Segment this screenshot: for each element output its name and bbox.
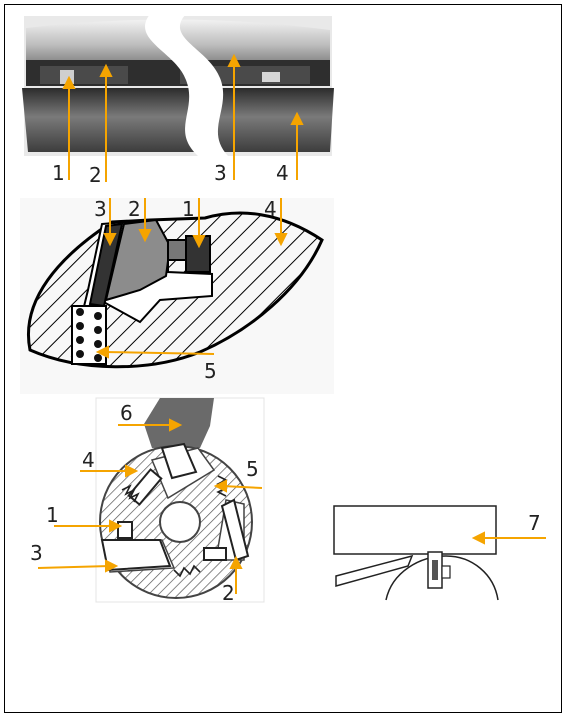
cutter-drum [385, 555, 499, 601]
fig1-label-1: 1 [52, 161, 65, 185]
fig2-label-5: 5 [204, 359, 217, 383]
figure-2-section [20, 198, 334, 394]
shaft-bore [159, 501, 201, 543]
fig3-label-6: 6 [120, 401, 133, 425]
right-blade [220, 498, 250, 562]
figure-2-arrows [95, 198, 288, 359]
top-blade [160, 442, 198, 480]
page-frame [4, 4, 562, 713]
fig1-label-3: 3 [214, 161, 227, 185]
table-edge [335, 554, 414, 587]
workpiece [144, 398, 214, 448]
figure-3-cutter-head [95, 397, 265, 603]
blade-bolt-right [262, 72, 280, 82]
fig3-label-4: 4 [82, 448, 95, 472]
figure-4-planer [333, 505, 499, 601]
fig2-label-3: 3 [94, 197, 107, 221]
figure-1-photo [22, 14, 334, 156]
figure-4-arrow [471, 531, 546, 545]
fig2-label-4: 4 [264, 197, 277, 221]
fig3-label-5: 5 [246, 457, 259, 481]
fig3-label-3: 3 [30, 541, 43, 565]
figure-3-arrows [37, 418, 263, 594]
fig1-label-4: 4 [276, 161, 289, 185]
figure-1-arrows [62, 53, 304, 182]
spring [76, 308, 102, 362]
guard [333, 505, 497, 555]
fig1-label-2: 2 [89, 163, 102, 187]
fig2-label-2: 2 [128, 197, 141, 221]
fig4-label-7: 7 [528, 511, 541, 535]
fig2-label-1: 1 [182, 197, 195, 221]
fig3-label-1: 1 [46, 503, 59, 527]
fig3-label-2: 2 [222, 581, 235, 605]
wedge [104, 218, 172, 302]
